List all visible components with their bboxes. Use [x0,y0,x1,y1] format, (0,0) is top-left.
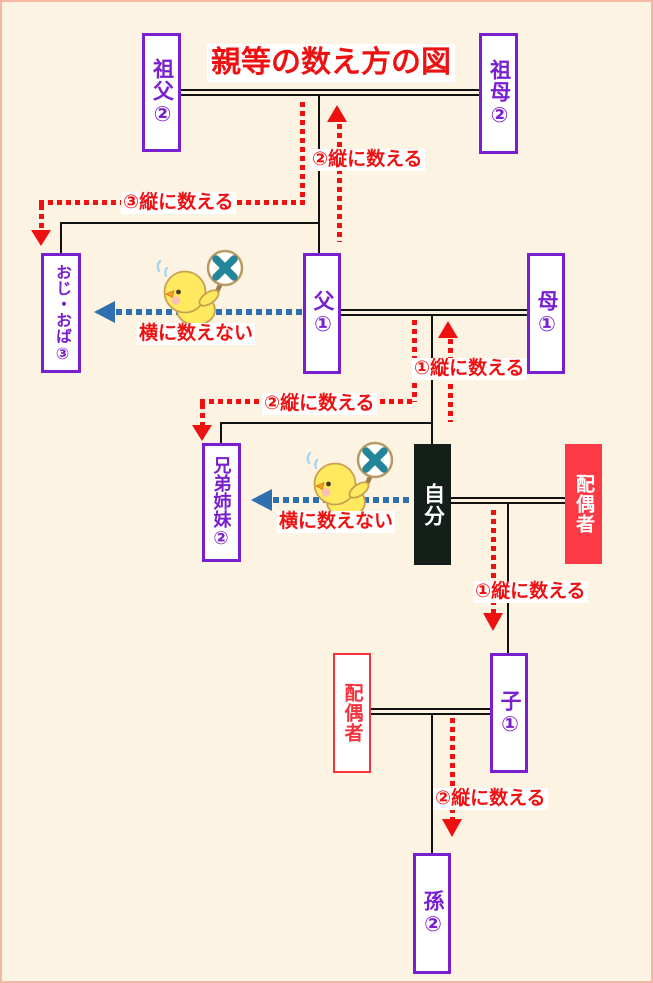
count-path-uncle-vertical [300,102,305,200]
marriage-line-grandparents [181,89,479,96]
no-count-label-self-side: 横に数えない [277,511,396,533]
count-path-uncle-drop [39,205,44,231]
person-box-father: 父① [303,253,341,374]
person-box-spouse-of-child: 配偶者 [333,653,371,773]
count-label-to-grandchild: ②縦に数える [433,788,548,810]
chick-with-x-sign-icon [158,251,242,331]
descent-line-parents-self [431,316,433,444]
person-box-grandmother: 祖母② [479,33,518,154]
marriage-line-self-spouse [451,497,565,504]
left-arrowhead-self-side-icon [251,489,272,511]
up-arrowhead-to-parents-icon [438,321,458,338]
count-label-to-grandparents: ②縦に数える [310,149,425,171]
count-path-to-child [491,510,496,614]
count-label-to-uncle-aunt: ③縦に数える [121,192,236,214]
person-box-grandfather: 祖父② [142,33,181,152]
person-box-spouse-of-self: 配偶者 [565,444,602,564]
no-count-label-father-side: 横に数えない [137,323,256,345]
count-path-to-grandparents [337,124,342,242]
branch-line-siblings-vertical [220,422,222,443]
page-title: 親等の数え方の図 [207,44,455,82]
marriage-line-parents [341,309,527,316]
count-path-to-grandchild [450,718,455,820]
branch-line-uncle-horizontal [60,222,320,224]
up-arrowhead-to-grandparents-icon [327,105,347,122]
count-path-to-parents [448,339,453,422]
count-label-to-siblings: ②縦に数える [262,393,377,415]
person-box-uncle-aunt: おじ・おば③ [41,253,81,373]
count-path-siblings-drop [200,404,205,426]
person-box-grandchild: 孫② [413,853,451,974]
down-arrowhead-grandchild-icon [442,819,462,837]
count-label-to-child: ①縦に数える [473,581,588,603]
person-box-siblings: 兄弟姉妹② [202,443,241,562]
descent-line-grandparents-father [318,96,320,253]
down-arrowhead-uncle-icon [31,230,51,246]
descent-line-child-grandchild [431,715,433,853]
branch-line-siblings-horizontal [220,422,433,424]
count-label-to-parents: ①縦に数える [412,358,527,380]
person-box-child: 子① [490,653,528,773]
branch-line-uncle-vertical [60,222,62,253]
marriage-line-child-spouse [371,708,490,715]
down-arrowhead-child-icon [483,613,503,631]
descent-line-self-child [507,504,509,653]
left-arrowhead-father-side-icon [94,301,115,323]
person-box-mother: 母① [527,253,565,374]
person-box-self: 自分 [414,444,451,565]
down-arrowhead-siblings-icon [192,425,212,441]
